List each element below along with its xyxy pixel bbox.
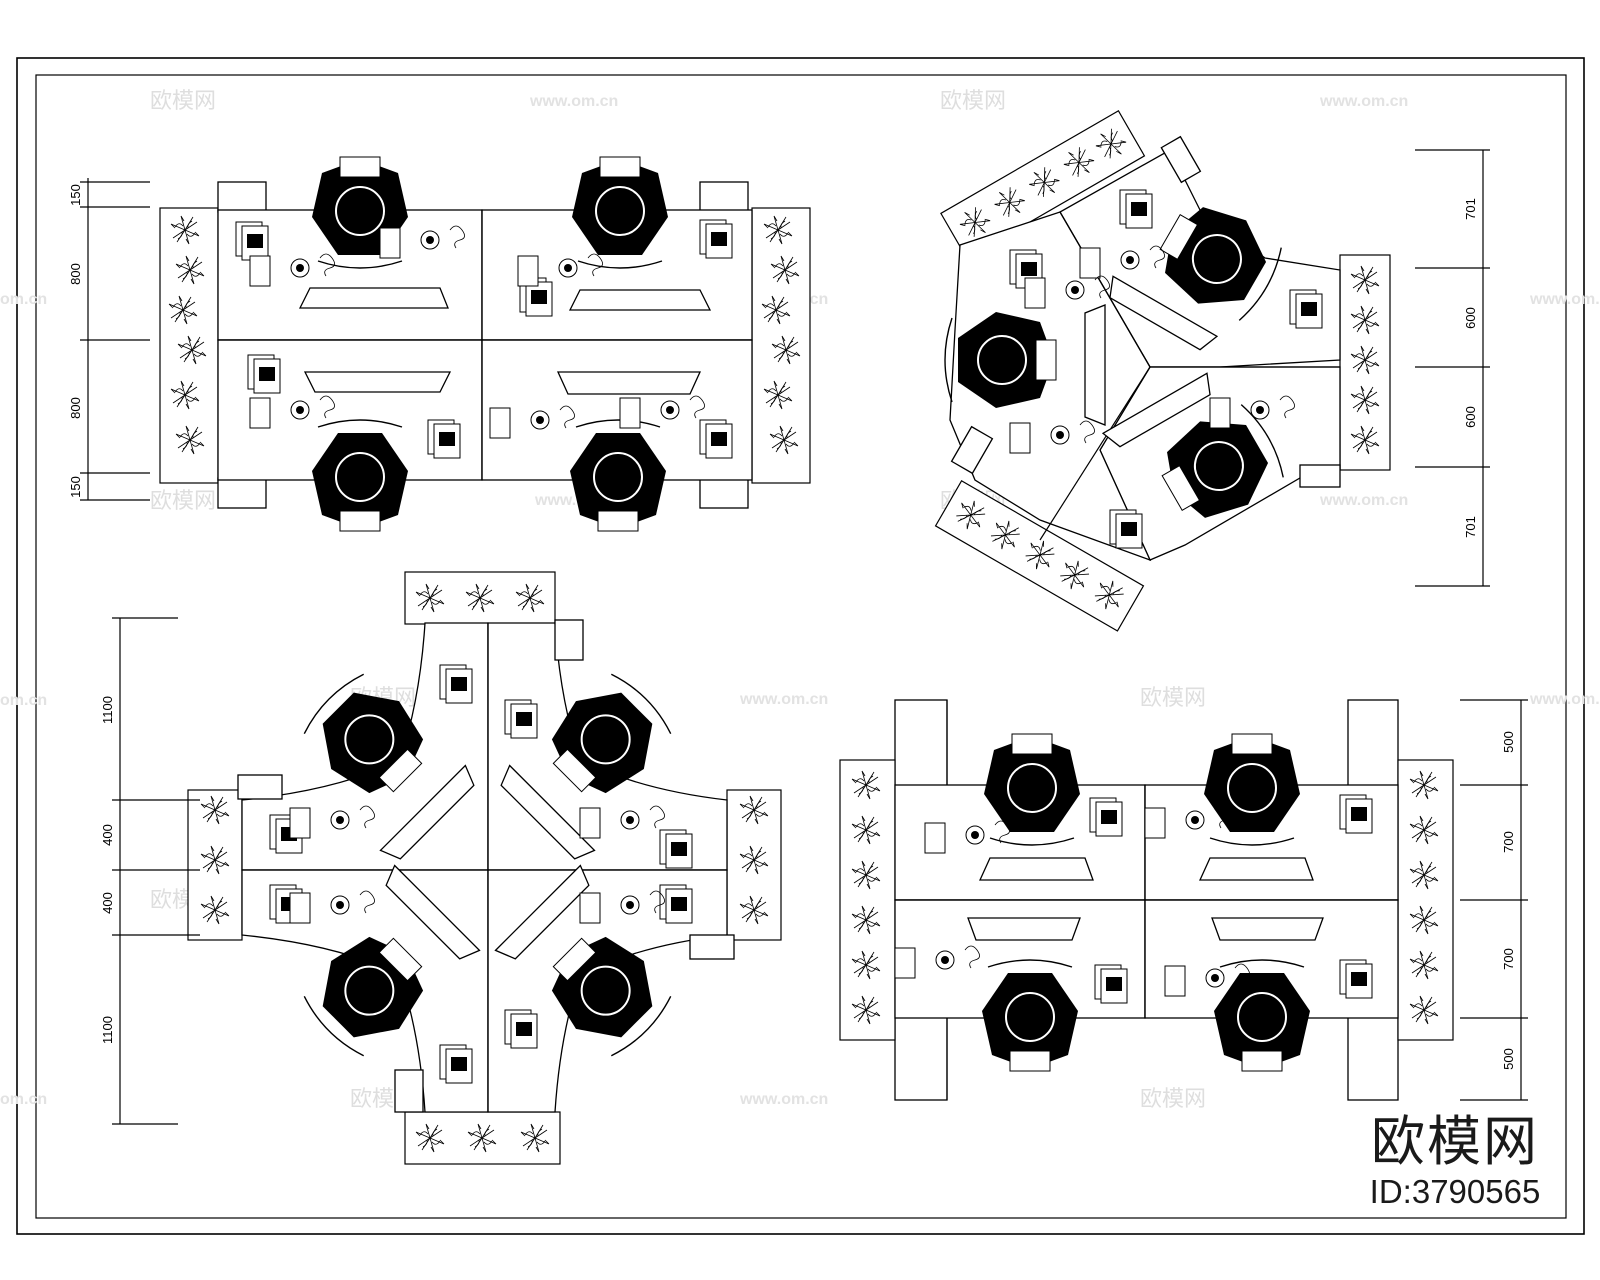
dimension-chain-c: 1100 400 400 1100 — [100, 617, 200, 1125]
dimension-chain-d: 500 700 700 500 — [1460, 699, 1528, 1101]
svg-text:700: 700 — [1501, 831, 1516, 853]
svg-text:www.om.cn: www.om.cn — [1529, 691, 1600, 708]
planter — [940, 110, 1146, 260]
svg-text:www.om.cn: www.om.cn — [739, 1091, 828, 1108]
svg-text:www.om.cn: www.om.cn — [529, 93, 618, 110]
monitor — [568, 289, 712, 311]
monitor — [1109, 275, 1219, 351]
plan-a-four-desk-cluster: 150 800 800 150 — [68, 156, 811, 532]
plan-d-four-desk-cluster: 500 700 700 500 — [839, 699, 1528, 1101]
svg-text:600: 600 — [1463, 406, 1478, 428]
plan-c-cross-cluster: 1100 400 400 1100 — [100, 571, 782, 1165]
dimension-chain-b: 701 600 600 701 — [1415, 149, 1490, 587]
svg-text:om.cn: om.cn — [0, 692, 47, 709]
svg-text:www.om.cn: www.om.cn — [739, 691, 828, 708]
svg-text:800: 800 — [68, 397, 83, 419]
svg-text:400: 400 — [100, 892, 115, 914]
planter — [751, 207, 811, 484]
monitor — [978, 857, 1094, 881]
planter — [1339, 254, 1391, 471]
svg-text:欧模网: 欧模网 — [940, 89, 1006, 114]
sheet-border-inner — [35, 74, 1567, 1219]
svg-text:150: 150 — [68, 184, 83, 206]
monitor — [494, 864, 590, 960]
monitor — [1198, 857, 1314, 881]
svg-text:150: 150 — [68, 476, 83, 498]
monitor — [1211, 917, 1324, 941]
monitor — [1084, 304, 1106, 426]
svg-text:500: 500 — [1501, 731, 1516, 753]
model-id: ID:3790565 — [1369, 1173, 1541, 1210]
dimension-chain-a: 150 800 800 150 — [68, 178, 150, 501]
svg-text:701: 701 — [1463, 198, 1478, 220]
plan-b-triad-cluster: 701 600 600 701 — [934, 110, 1490, 632]
svg-text:1100: 1100 — [100, 696, 115, 724]
monitor — [303, 371, 452, 393]
svg-text:800: 800 — [68, 263, 83, 285]
brand-name: 欧模网 — [1371, 1110, 1539, 1173]
planter — [187, 789, 243, 941]
svg-text:500: 500 — [1501, 1048, 1516, 1070]
planter — [839, 759, 896, 1041]
svg-text:www.om.cn: www.om.cn — [1319, 492, 1408, 509]
svg-text:欧模网: 欧模网 — [150, 489, 216, 514]
svg-text:om.cn: om.cn — [0, 1091, 47, 1108]
planter — [1397, 759, 1454, 1041]
svg-text:欧模网: 欧模网 — [150, 89, 216, 114]
svg-text:欧模网: 欧模网 — [1140, 686, 1206, 711]
svg-text:701: 701 — [1463, 516, 1478, 538]
svg-text:700: 700 — [1501, 948, 1516, 970]
monitor — [385, 864, 481, 960]
monitor — [379, 764, 475, 860]
svg-text:www.om.cn: www.om.cn — [1319, 93, 1408, 110]
svg-text:om.cn: om.cn — [0, 291, 47, 308]
sheet-border-outer — [16, 57, 1585, 1235]
planter — [726, 789, 782, 941]
monitor — [1101, 372, 1211, 448]
brand-stamp: 欧模网 ID:3790565 — [1345, 1110, 1565, 1210]
svg-text:400: 400 — [100, 824, 115, 846]
monitor — [298, 287, 449, 309]
monitor — [556, 371, 702, 395]
svg-text:1100: 1100 — [100, 1016, 115, 1044]
svg-text:600: 600 — [1463, 307, 1478, 329]
svg-text:欧模网: 欧模网 — [1140, 1087, 1206, 1112]
monitor — [500, 764, 596, 860]
svg-text:www.om.cn: www.om.cn — [1529, 291, 1600, 308]
monitor — [967, 917, 1081, 941]
